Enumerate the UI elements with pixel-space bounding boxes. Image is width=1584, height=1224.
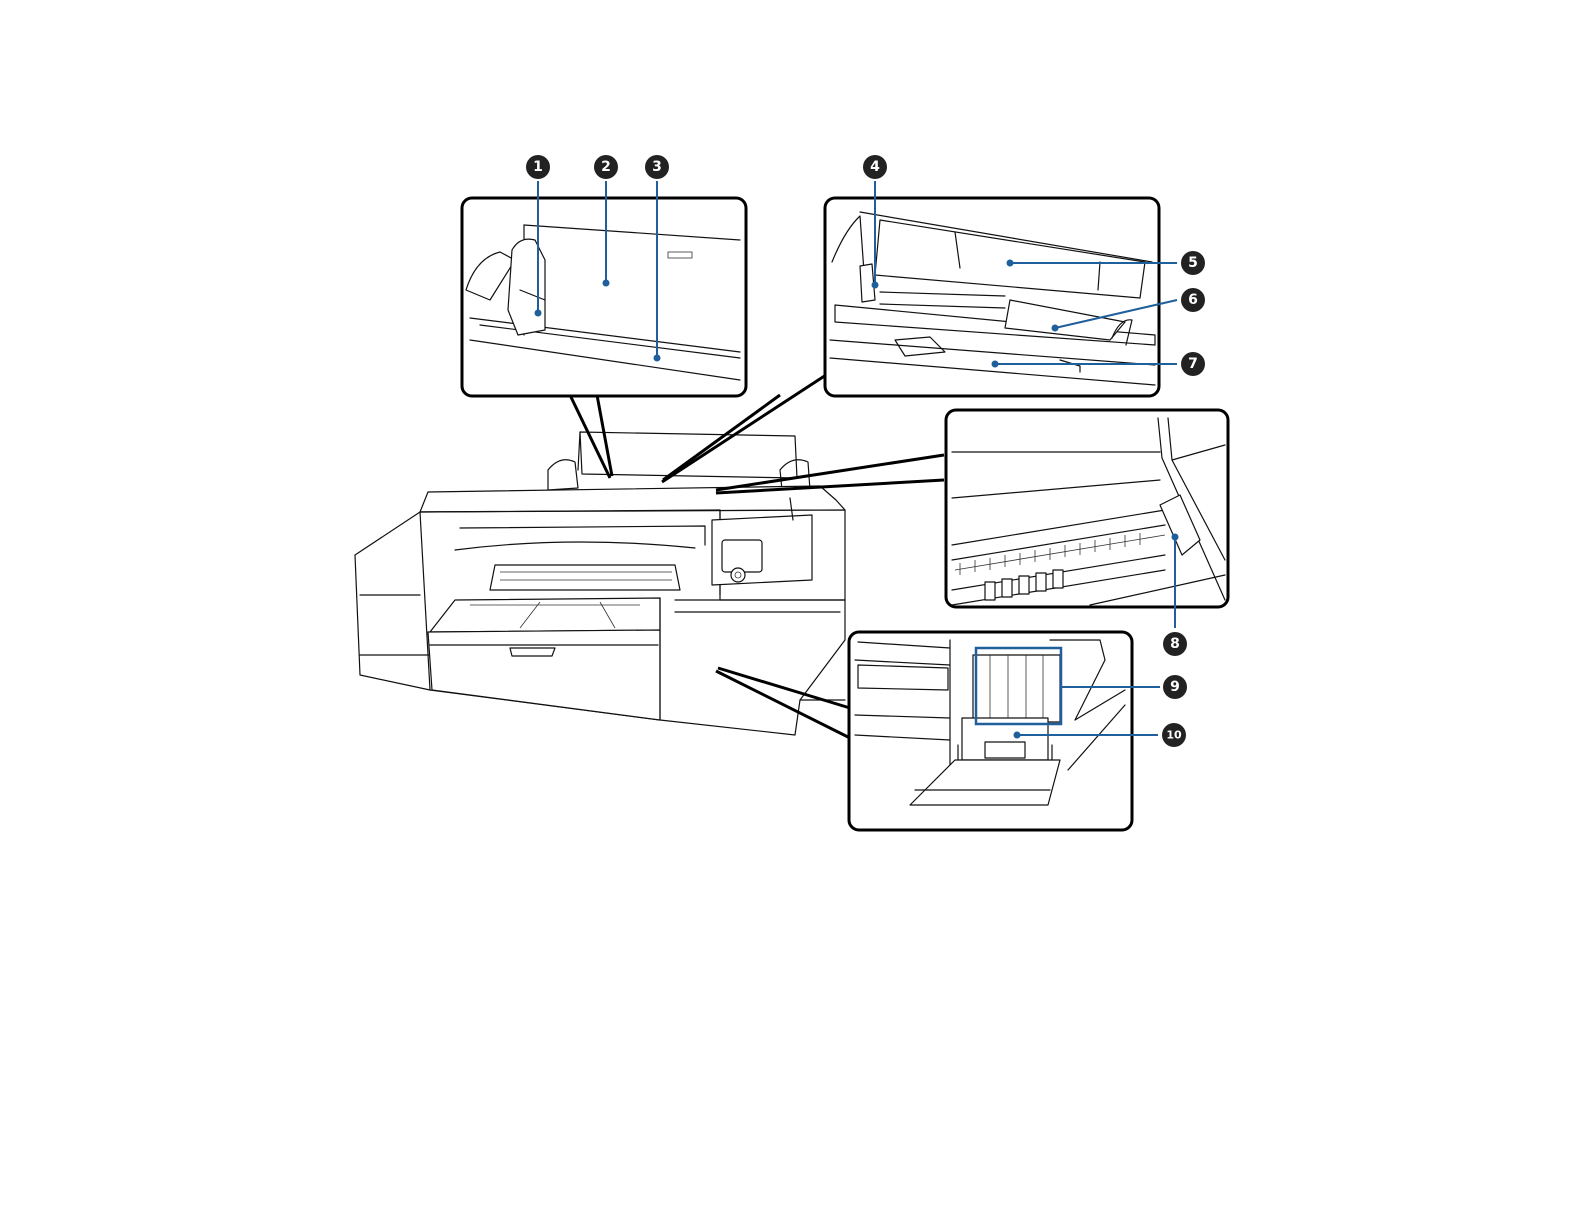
callout-number-4: 4	[870, 159, 880, 175]
callout-badge-5: 5	[1181, 251, 1205, 275]
callout-number-2: 2	[601, 159, 611, 175]
callout-number-5: 5	[1188, 255, 1198, 271]
callout-badge-8: 8	[1163, 632, 1187, 656]
callout-badge-6: 6	[1181, 288, 1205, 312]
inset-print-head-area	[946, 410, 1228, 607]
printer-illustration	[355, 432, 845, 735]
callout-badge-10: 10	[1162, 723, 1186, 747]
callout-badge-9: 9	[1163, 675, 1187, 699]
callout-number-1: 1	[533, 159, 543, 175]
callout-number-9: 9	[1170, 679, 1180, 695]
callout-number-7: 7	[1188, 356, 1198, 372]
callout-badge-1: 1	[526, 155, 550, 179]
callout-number-8: 8	[1170, 636, 1180, 652]
inset-ink-cartridge-area	[849, 632, 1132, 830]
callout-badge-7: 7	[1181, 352, 1205, 376]
inset-roll-paper-area	[462, 198, 746, 396]
callout-badge-2: 2	[594, 155, 618, 179]
callout-number-10: 10	[1166, 729, 1182, 742]
callout-number-3: 3	[652, 159, 662, 175]
callout-number-6: 6	[1188, 292, 1198, 308]
callout-badge-4: 4	[863, 155, 887, 179]
callout-badge-3: 3	[645, 155, 669, 179]
